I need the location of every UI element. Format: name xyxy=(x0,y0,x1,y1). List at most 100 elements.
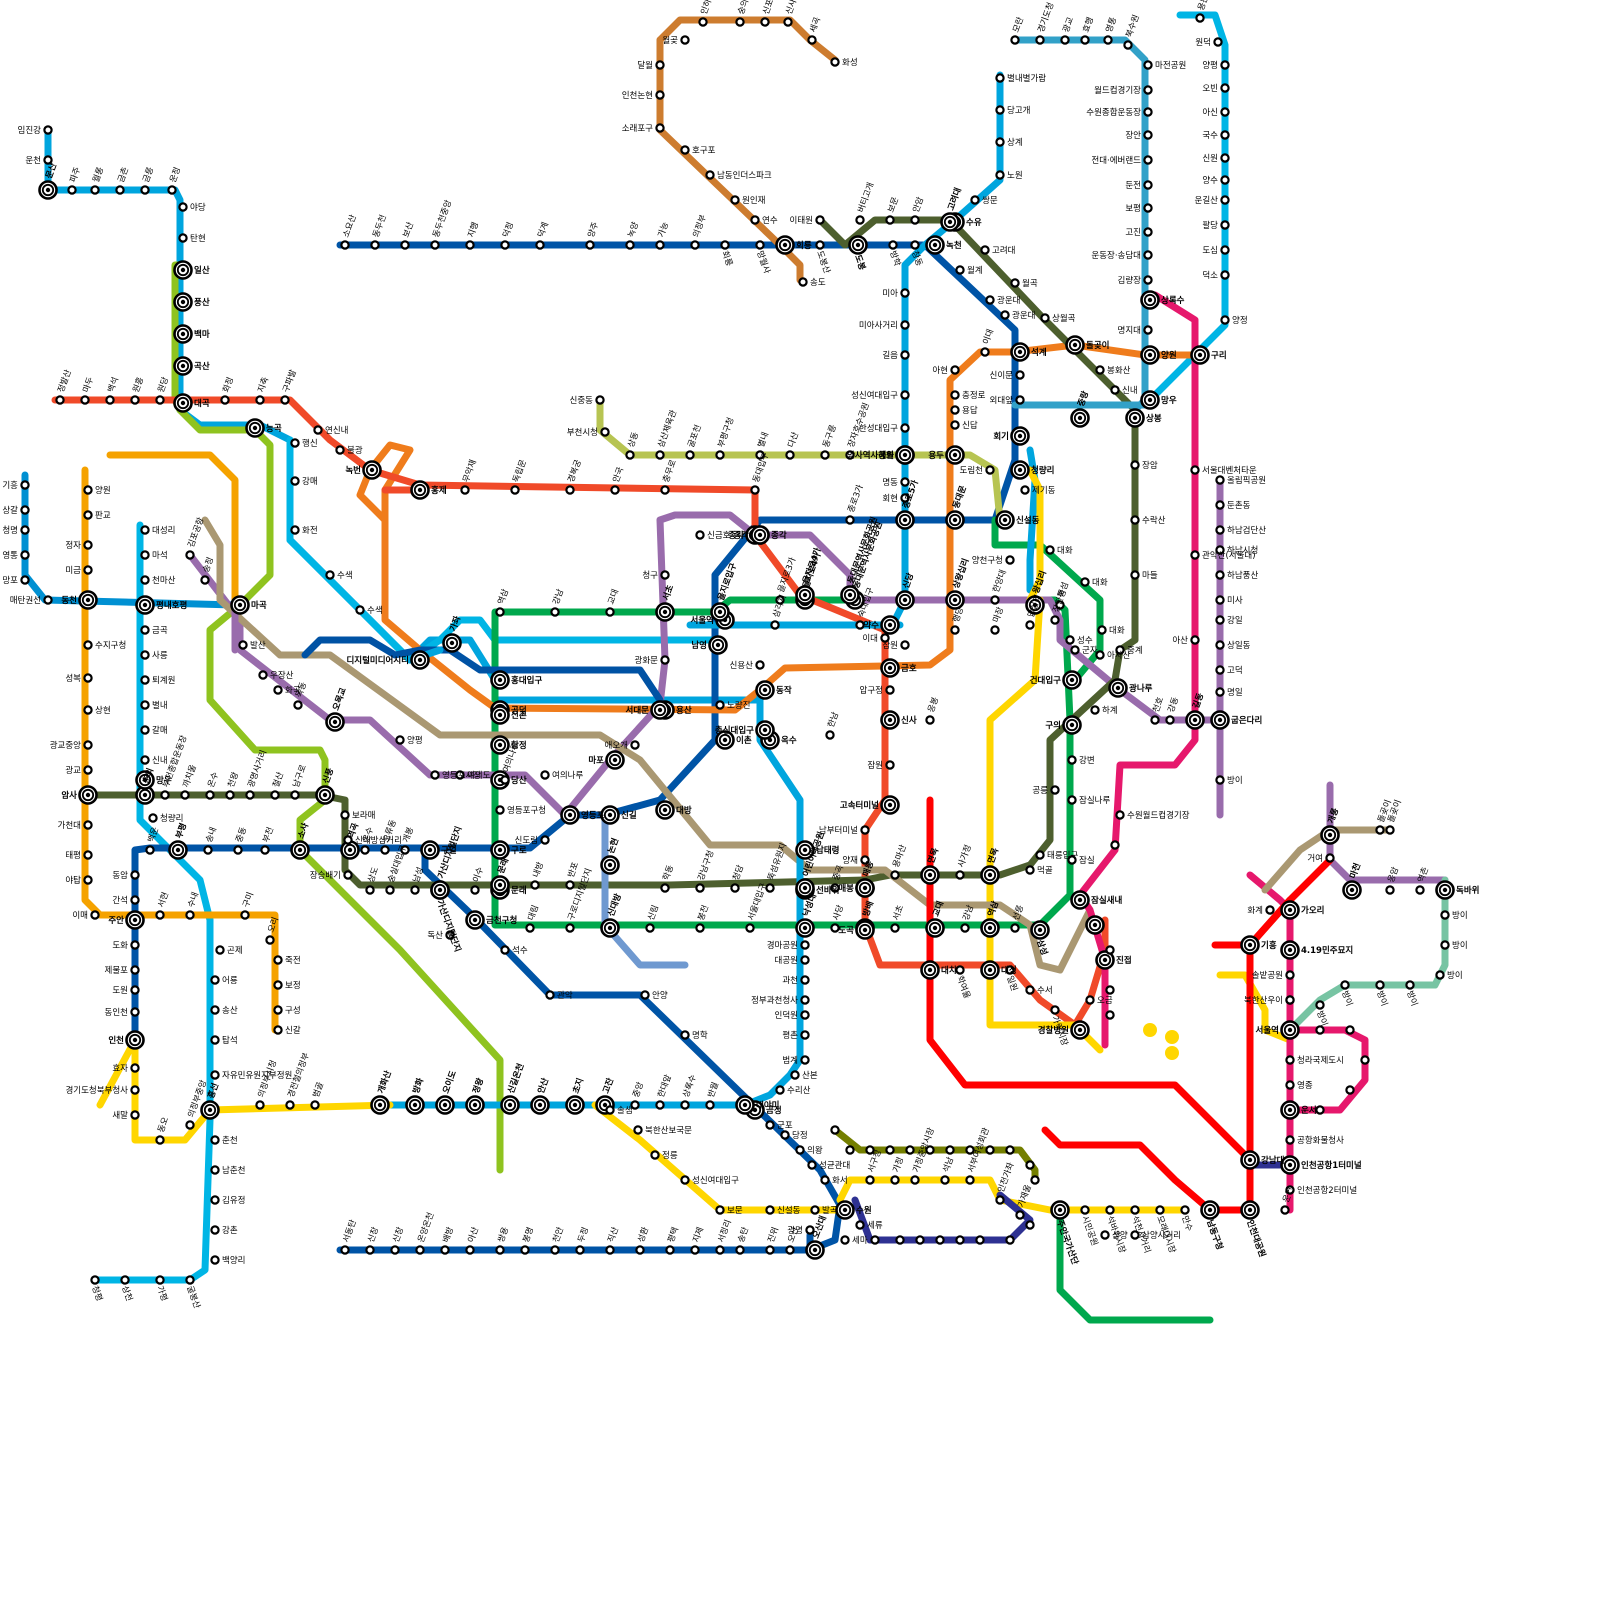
station[interactable] xyxy=(611,486,618,493)
station[interactable] xyxy=(291,439,298,446)
station[interactable] xyxy=(156,1136,163,1143)
transfer-station[interactable] xyxy=(1072,410,1089,427)
station[interactable] xyxy=(946,1146,953,1153)
transfer-station[interactable] xyxy=(1322,827,1339,844)
station[interactable] xyxy=(1221,246,1228,253)
transfer-station[interactable] xyxy=(850,237,867,254)
station[interactable] xyxy=(666,1246,673,1253)
station[interactable] xyxy=(1406,981,1413,988)
station[interactable] xyxy=(996,74,1003,81)
station[interactable] xyxy=(1341,981,1348,988)
station[interactable] xyxy=(286,1101,293,1108)
transfer-station[interactable] xyxy=(1242,1202,1259,1219)
station[interactable] xyxy=(1361,1056,1368,1063)
station[interactable] xyxy=(681,1101,688,1108)
station[interactable] xyxy=(1026,986,1033,993)
transfer-station[interactable] xyxy=(712,604,729,621)
transfer-station[interactable] xyxy=(657,802,674,819)
station[interactable] xyxy=(311,1101,318,1108)
station[interactable] xyxy=(161,791,168,798)
station[interactable] xyxy=(234,846,241,853)
station[interactable] xyxy=(1216,571,1223,578)
station[interactable] xyxy=(1216,526,1223,533)
station[interactable] xyxy=(781,1131,788,1138)
station[interactable] xyxy=(431,771,438,778)
station[interactable] xyxy=(821,451,828,458)
station[interactable] xyxy=(1081,36,1088,43)
transfer-station[interactable] xyxy=(927,237,944,254)
station[interactable] xyxy=(566,486,573,493)
station[interactable] xyxy=(1144,108,1151,115)
station[interactable] xyxy=(1068,756,1075,763)
station[interactable] xyxy=(1266,906,1273,913)
station[interactable] xyxy=(211,1006,218,1013)
station[interactable] xyxy=(131,871,138,878)
station[interactable] xyxy=(44,596,51,603)
station[interactable] xyxy=(831,1126,838,1133)
transfer-station[interactable] xyxy=(1242,1152,1259,1169)
station[interactable] xyxy=(1216,776,1223,783)
station[interactable] xyxy=(766,1121,773,1128)
station[interactable] xyxy=(386,886,393,893)
station[interactable] xyxy=(536,241,543,248)
station[interactable] xyxy=(84,766,91,773)
transfer-station[interactable] xyxy=(837,1202,854,1219)
transfer-station[interactable] xyxy=(897,512,914,529)
station[interactable] xyxy=(1144,204,1151,211)
station[interactable] xyxy=(21,551,28,558)
station[interactable] xyxy=(1011,924,1018,931)
station[interactable] xyxy=(911,1176,918,1183)
station[interactable] xyxy=(391,1246,398,1253)
station[interactable] xyxy=(634,1126,641,1133)
station[interactable] xyxy=(1221,221,1228,228)
transfer-station[interactable] xyxy=(982,962,999,979)
transfer-station[interactable] xyxy=(492,707,509,724)
station[interactable] xyxy=(361,846,368,853)
station[interactable] xyxy=(656,1101,663,1108)
station[interactable] xyxy=(691,1246,698,1253)
station[interactable] xyxy=(1104,36,1111,43)
station[interactable] xyxy=(886,1146,893,1153)
station[interactable] xyxy=(141,526,148,533)
station[interactable] xyxy=(986,296,993,303)
transfer-station[interactable] xyxy=(232,597,249,614)
station[interactable] xyxy=(1181,1206,1188,1213)
station[interactable] xyxy=(56,396,63,403)
station[interactable] xyxy=(201,576,208,583)
station[interactable] xyxy=(901,391,908,398)
station[interactable] xyxy=(186,551,193,558)
station[interactable] xyxy=(344,871,351,878)
transfer-station[interactable] xyxy=(997,512,1014,529)
station[interactable] xyxy=(1111,386,1118,393)
station[interactable] xyxy=(691,241,698,248)
station[interactable] xyxy=(531,881,538,888)
station[interactable] xyxy=(1046,546,1053,553)
transfer-station[interactable] xyxy=(1127,410,1144,427)
station[interactable] xyxy=(906,1146,913,1153)
transfer-station[interactable] xyxy=(1012,428,1029,445)
station[interactable] xyxy=(841,1236,848,1243)
station[interactable] xyxy=(131,966,138,973)
transfer-station[interactable] xyxy=(1142,292,1159,309)
station[interactable] xyxy=(211,976,218,983)
station[interactable] xyxy=(686,451,693,458)
station[interactable] xyxy=(121,1276,128,1283)
station[interactable] xyxy=(291,791,298,798)
station[interactable] xyxy=(1436,971,1443,978)
transfer-station[interactable] xyxy=(1052,1202,1069,1219)
station[interactable] xyxy=(626,451,633,458)
transfer-station[interactable] xyxy=(80,787,97,804)
station[interactable] xyxy=(146,846,153,853)
station[interactable] xyxy=(1196,14,1203,21)
station[interactable] xyxy=(756,661,763,668)
station[interactable] xyxy=(886,761,893,768)
station[interactable] xyxy=(661,486,668,493)
transfer-station[interactable] xyxy=(175,326,192,343)
station[interactable] xyxy=(541,836,548,843)
station[interactable] xyxy=(971,196,978,203)
transfer-station[interactable] xyxy=(1012,344,1029,361)
station[interactable] xyxy=(131,396,138,403)
station[interactable] xyxy=(141,576,148,583)
station[interactable] xyxy=(1041,314,1048,321)
station[interactable] xyxy=(168,186,175,193)
